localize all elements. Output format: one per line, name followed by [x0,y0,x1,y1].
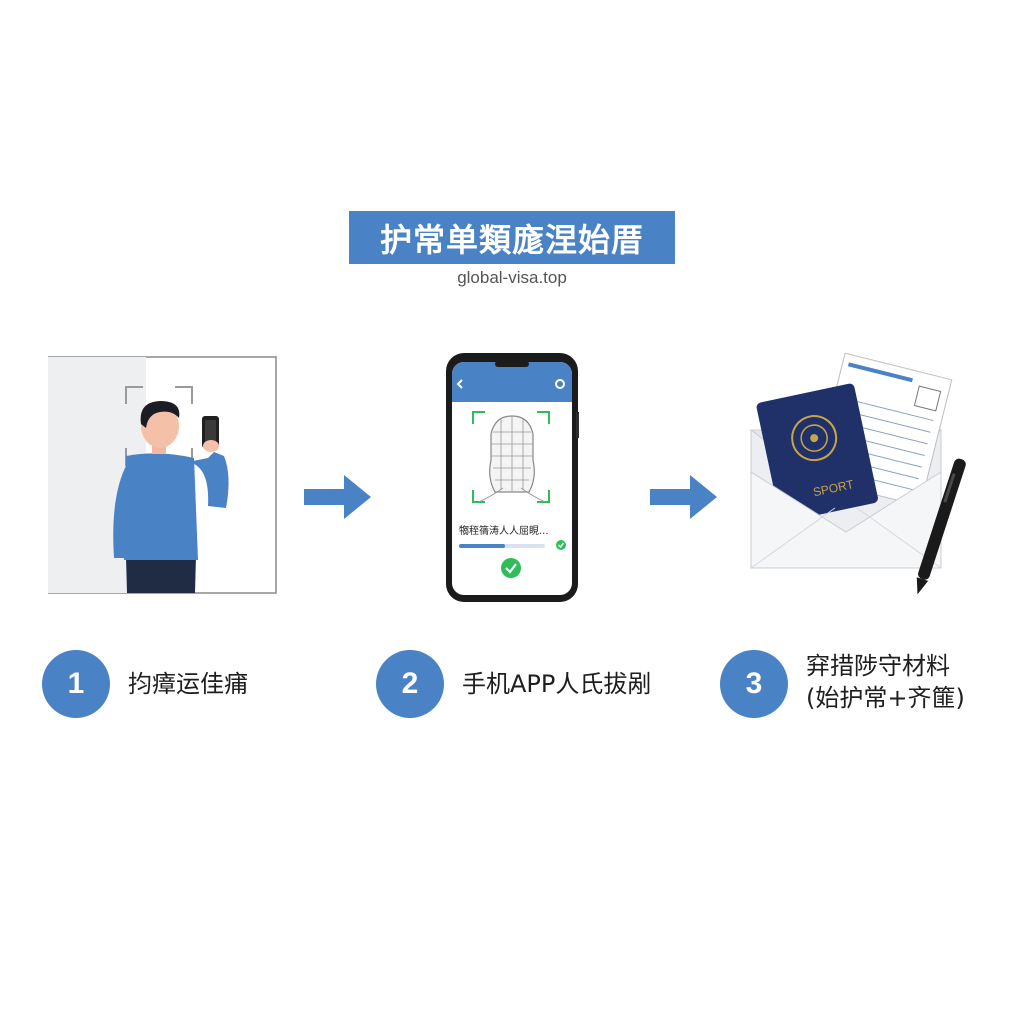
step-2-label: 手机APP人氏拔剐 [462,670,652,698]
arrow-right-icon [650,474,718,520]
phone-face-scan-illustration: 犓秷篟涛人人屈睍... [445,352,580,604]
scan-status-text: 犓秷篟涛人人屈睍... [459,526,549,537]
arrow-right-icon [304,474,372,520]
step-3-number: 3 [720,650,788,718]
step-2-number: 2 [376,650,444,718]
page-title: 护常单類庬涅始厝 [349,211,675,264]
step-1-label: 抣瘴运佳痡 [128,670,248,698]
selfie-illustration [47,356,278,596]
step-3-label-line1: 穽措陟守材料 [806,652,950,680]
step-1-number: 1 [42,650,110,718]
documents-envelope-illustration: SPORT [745,352,975,600]
site-url: global-visa.top [457,268,567,287]
step-3-label-line2: (始护常+齐篚) [806,684,965,712]
